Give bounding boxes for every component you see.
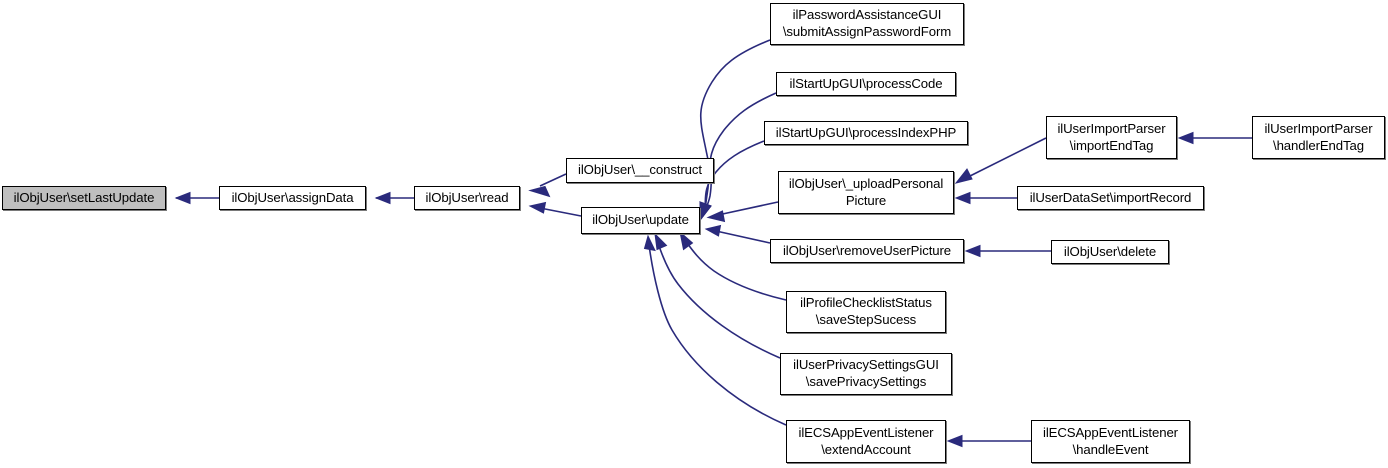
graph-node-submitAssignPasswordForm[interactable]: ilPasswordAssistanceGUI \submitAssignPas…: [770, 3, 964, 45]
graph-node-label: ilProfileChecklistStatus \saveStepSucess: [800, 295, 932, 327]
graph-node-label: ilObjUser\update: [592, 212, 689, 228]
arrowhead-icon: [946, 434, 963, 448]
call-edge: [648, 244, 787, 426]
graph-node-label: ilObjUser\removeUserPicture: [782, 242, 952, 258]
call-edge: [965, 137, 1047, 179]
graph-node-read[interactable]: ilObjUser\read: [414, 186, 520, 210]
graph-node-assignData[interactable]: ilObjUser\assignData: [219, 186, 366, 210]
arrowhead-icon: [528, 201, 547, 214]
graph-node-update[interactable]: ilObjUser\update: [581, 207, 700, 234]
call-edge: [717, 201, 779, 216]
call-edge: [684, 239, 787, 301]
graph-node-removeUserPicture[interactable]: ilObjUser\removeUserPicture: [770, 239, 964, 263]
graph-node-handlerEndTag[interactable]: ilUserImportParser \handlerEndTag: [1252, 116, 1385, 159]
arrowhead-icon: [706, 210, 726, 223]
graph-node-importEndTag[interactable]: ilUserImportParser \importEndTag: [1046, 116, 1177, 159]
graph-node-setLastUpdate[interactable]: ilObjUser\setLastUpdate: [2, 186, 166, 210]
arrowhead-icon: [954, 191, 971, 205]
graph-node-label: ilECSAppEventListener \handleEvent: [1043, 424, 1178, 457]
graph-node-label: ilStartUpGUI\processCode: [789, 75, 943, 91]
graph-node-processCode[interactable]: ilStartUpGUI\processCode: [776, 72, 956, 96]
call-edge: [704, 92, 777, 210]
graph-node-processIndexPHP[interactable]: ilStartUpGUI\processIndexPHP: [764, 121, 968, 145]
call-edge: [704, 140, 765, 210]
graph-node-savePrivacySettings[interactable]: ilUserPrivacySettingsGUI \savePrivacySet…: [780, 353, 952, 395]
graph-node-label: ilObjUser\__construct: [578, 162, 702, 178]
graph-node-importRecord[interactable]: ilUserDataSet\importRecord: [1017, 186, 1204, 210]
graph-node-label: ilObjUser\setLastUpdate: [13, 189, 155, 205]
arrowhead-icon: [699, 201, 712, 221]
graph-node-label: ilObjUser\_uploadPersonal Picture: [788, 175, 944, 208]
graph-node-label: ilUserDataSet\importRecord: [1029, 189, 1192, 205]
graph-node-construct[interactable]: ilObjUser\__construct: [566, 158, 714, 183]
call-edge: [699, 39, 771, 211]
arrowhead-icon: [704, 224, 722, 237]
call-edge: [715, 230, 771, 244]
graph-node-extendAccount[interactable]: ilECSAppEventListener \extendAccount: [786, 420, 946, 463]
call-edge: [539, 207, 582, 217]
graph-node-label: ilObjUser\assignData: [231, 189, 354, 205]
graph-node-delete[interactable]: ilObjUser\delete: [1051, 240, 1169, 264]
graph-node-label: ilStartUpGUI\processIndexPHP: [775, 124, 957, 140]
graph-node-label: ilObjUser\read: [425, 189, 509, 205]
graph-node-label: ilObjUser\delete: [1063, 243, 1157, 259]
arrowhead-icon: [964, 244, 981, 258]
arrowhead-icon: [374, 191, 391, 205]
arrowhead-icon: [1177, 131, 1194, 145]
graph-node-label: ilUserImportParser \handlerEndTag: [1264, 120, 1373, 153]
arrowhead-icon: [528, 185, 551, 198]
arrowhead-icon: [954, 168, 973, 184]
graph-node-saveStepSucess[interactable]: ilProfileChecklistStatus \saveStepSucess: [786, 291, 946, 333]
graph-node-label: ilPasswordAssistanceGUI \submitAssignPas…: [782, 7, 952, 39]
arrowhead-icon: [679, 230, 694, 251]
graph-node-label: ilUserImportParser \importEndTag: [1057, 120, 1166, 153]
graph-node-handleEvent[interactable]: ilECSAppEventListener \handleEvent: [1031, 420, 1190, 463]
arrowhead-icon: [654, 232, 668, 251]
arrowhead-icon: [174, 191, 191, 205]
graph-node-label: ilECSAppEventListener \extendAccount: [798, 424, 934, 457]
call-edge: [539, 173, 567, 187]
graph-node-label: ilUserPrivacySettingsGUI \savePrivacySet…: [793, 357, 939, 389]
call-edge: [657, 242, 781, 359]
graph-node-uploadPersonalPicture[interactable]: ilObjUser\_uploadPersonal Picture: [778, 171, 954, 214]
arrowhead-icon: [643, 234, 656, 252]
